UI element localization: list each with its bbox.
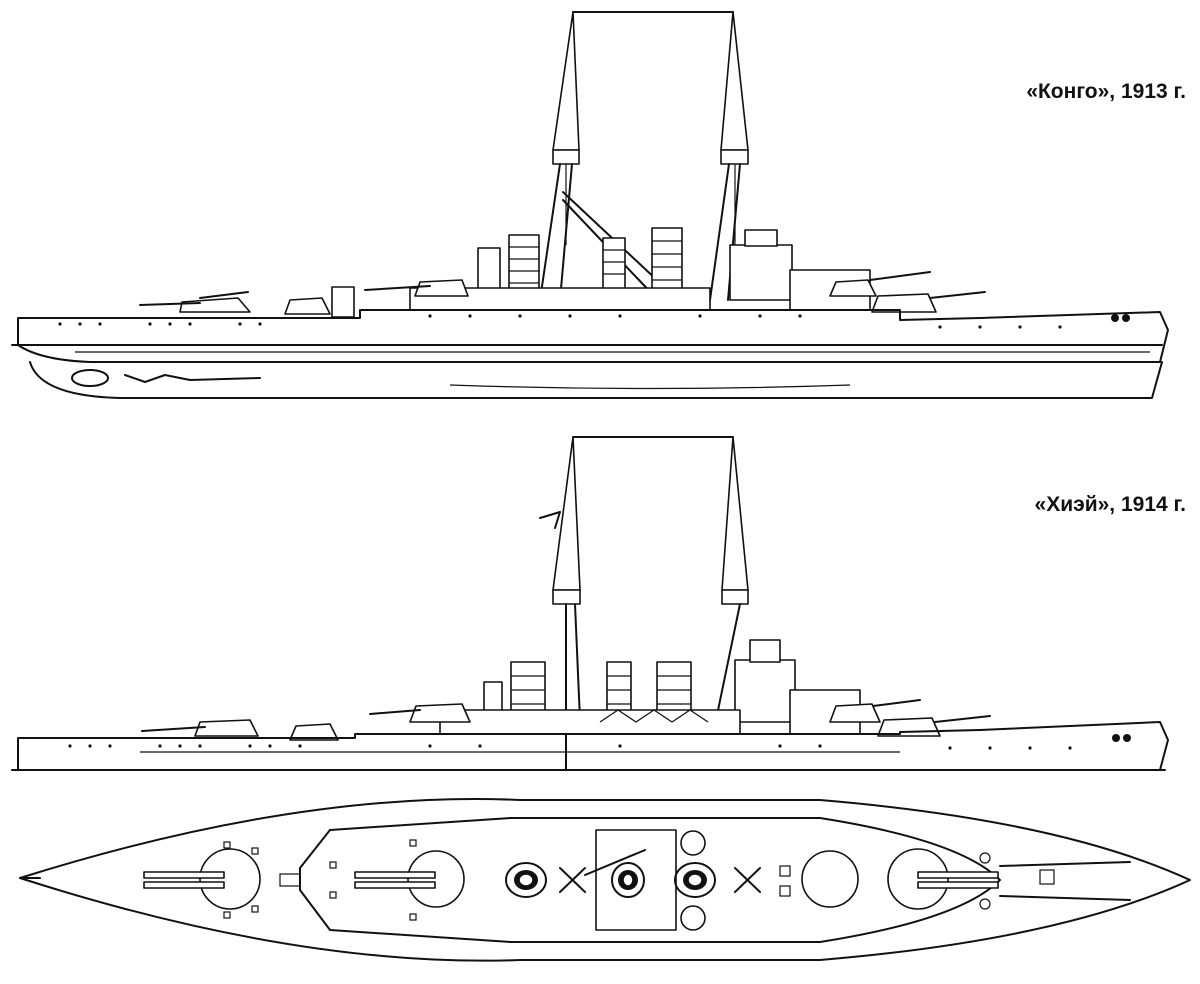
kongo-caption: «Конго», 1913 г. bbox=[1026, 80, 1186, 103]
kongo-masts bbox=[539, 11, 749, 301]
plan-hull-outline bbox=[19, 798, 1191, 962]
kongo-superstructure bbox=[331, 229, 871, 318]
hiei-hull bbox=[11, 721, 1169, 771]
hiei-caption: «Хиэй», 1914 г. bbox=[1034, 493, 1186, 516]
hiei-masts bbox=[539, 436, 749, 771]
hiei-superstructure bbox=[439, 639, 861, 735]
kongo-portholes bbox=[58, 314, 1062, 329]
plan-deck-fittings bbox=[223, 839, 1131, 921]
plan-forecastle-outline bbox=[299, 817, 1001, 943]
hiei-deck-plan bbox=[19, 798, 1191, 962]
kongo-hull bbox=[11, 309, 1169, 399]
plan-turrets bbox=[143, 848, 999, 910]
hiei-portholes bbox=[68, 744, 1072, 750]
kongo-profile bbox=[11, 11, 1169, 399]
plan-funnels bbox=[505, 829, 716, 931]
hiei-profile bbox=[11, 436, 1169, 771]
kongo-funnels bbox=[508, 227, 683, 298]
kongo-turrets bbox=[139, 271, 986, 315]
plan-masts bbox=[559, 849, 761, 893]
